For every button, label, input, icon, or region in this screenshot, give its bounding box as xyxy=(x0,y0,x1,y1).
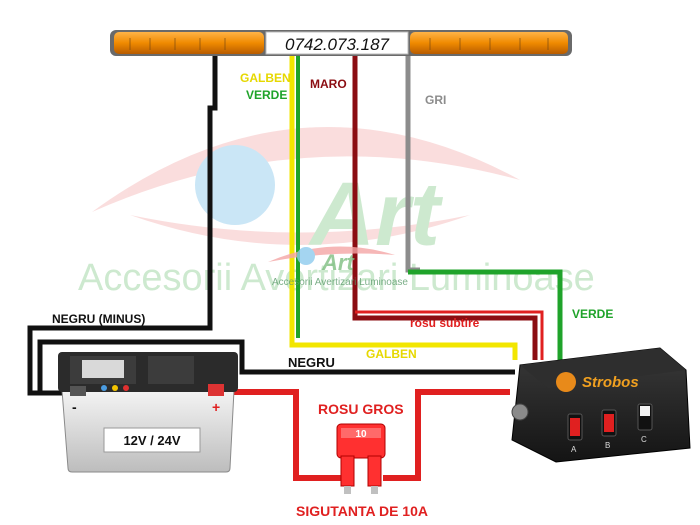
label-negru: NEGRU xyxy=(288,355,335,370)
lightbar-center-plate xyxy=(265,31,409,55)
fuse-blade-left xyxy=(344,486,351,494)
lightbar: 0742.073.187 xyxy=(110,30,572,56)
battery-label: 12V / 24V xyxy=(123,433,180,448)
fuse-rating: 10 xyxy=(355,429,367,440)
switch-b-label: B xyxy=(605,441,610,450)
watermark-iris xyxy=(195,145,275,225)
wire-green xyxy=(408,269,563,360)
label-galben-top: GALBEN xyxy=(240,71,291,85)
lightbar-right-lens xyxy=(410,32,568,54)
watermark-tagline: Accesorii Avertizari Luminoase xyxy=(78,257,595,299)
fuse: 10 xyxy=(336,423,386,494)
wire-red-thick xyxy=(218,389,345,481)
label-rosu-gros: ROSU GROS xyxy=(318,401,404,417)
watermark-eye-shape xyxy=(92,127,520,212)
label-galben-bottom: GALBEN xyxy=(366,347,417,361)
lightbar-phone: 0742.073.187 xyxy=(285,35,390,54)
wire-labels: GALBEN VERDE MARO GRI NEGRU (MINUS) NEGR… xyxy=(52,71,613,519)
lightbar-left-lens xyxy=(114,32,264,54)
battery-plus-terminal xyxy=(208,384,224,396)
wires xyxy=(27,52,563,481)
label-verde-right: VERDE xyxy=(572,307,613,321)
switch-a-label: A xyxy=(571,445,577,454)
label-negru-minus: NEGRU (MINUS) xyxy=(52,312,145,326)
battery-minus-terminal xyxy=(70,386,86,396)
label-rosu-subtire: rosu subtire xyxy=(410,316,480,330)
controller-brand: Strobos xyxy=(582,374,639,391)
switch-b[interactable]: B xyxy=(601,409,617,450)
label-verde-top: VERDE xyxy=(246,88,287,102)
switch-c[interactable]: C xyxy=(637,403,653,444)
battery-plus-sign: + xyxy=(212,399,220,415)
battery-label-plate xyxy=(103,427,201,453)
wire-yellow xyxy=(289,52,518,360)
switch-a[interactable]: A xyxy=(567,413,583,454)
label-siguranta: SIGUTANTA DE 10A xyxy=(296,503,428,519)
label-maro: MARO xyxy=(310,77,347,91)
fuse-blade-right xyxy=(371,486,378,494)
controller-box: Strobos A B C xyxy=(511,347,691,463)
battery: + - 12V / 24V xyxy=(58,352,238,473)
label-gri: GRI xyxy=(425,93,446,107)
wire-brown xyxy=(352,52,538,360)
watermark-small-logo-text: Art xyxy=(321,250,355,275)
watermark-small: Art Accesorii Avertizari Luminoase xyxy=(268,246,408,288)
watermark-small-tagline: Accesorii Avertizari Luminoase xyxy=(272,277,408,288)
wire-red-thin xyxy=(355,310,544,360)
wire-black-ground xyxy=(37,339,515,393)
switch-c-label: C xyxy=(641,435,647,444)
watermark: Art Accesorii Avertizari Luminoase xyxy=(78,127,595,299)
controller-logo: Strobos xyxy=(556,372,639,392)
controller-knob xyxy=(511,403,529,421)
wire-black-minus xyxy=(27,52,218,396)
wire-red-thick-right xyxy=(383,389,510,481)
battery-minus-sign: - xyxy=(72,399,77,415)
